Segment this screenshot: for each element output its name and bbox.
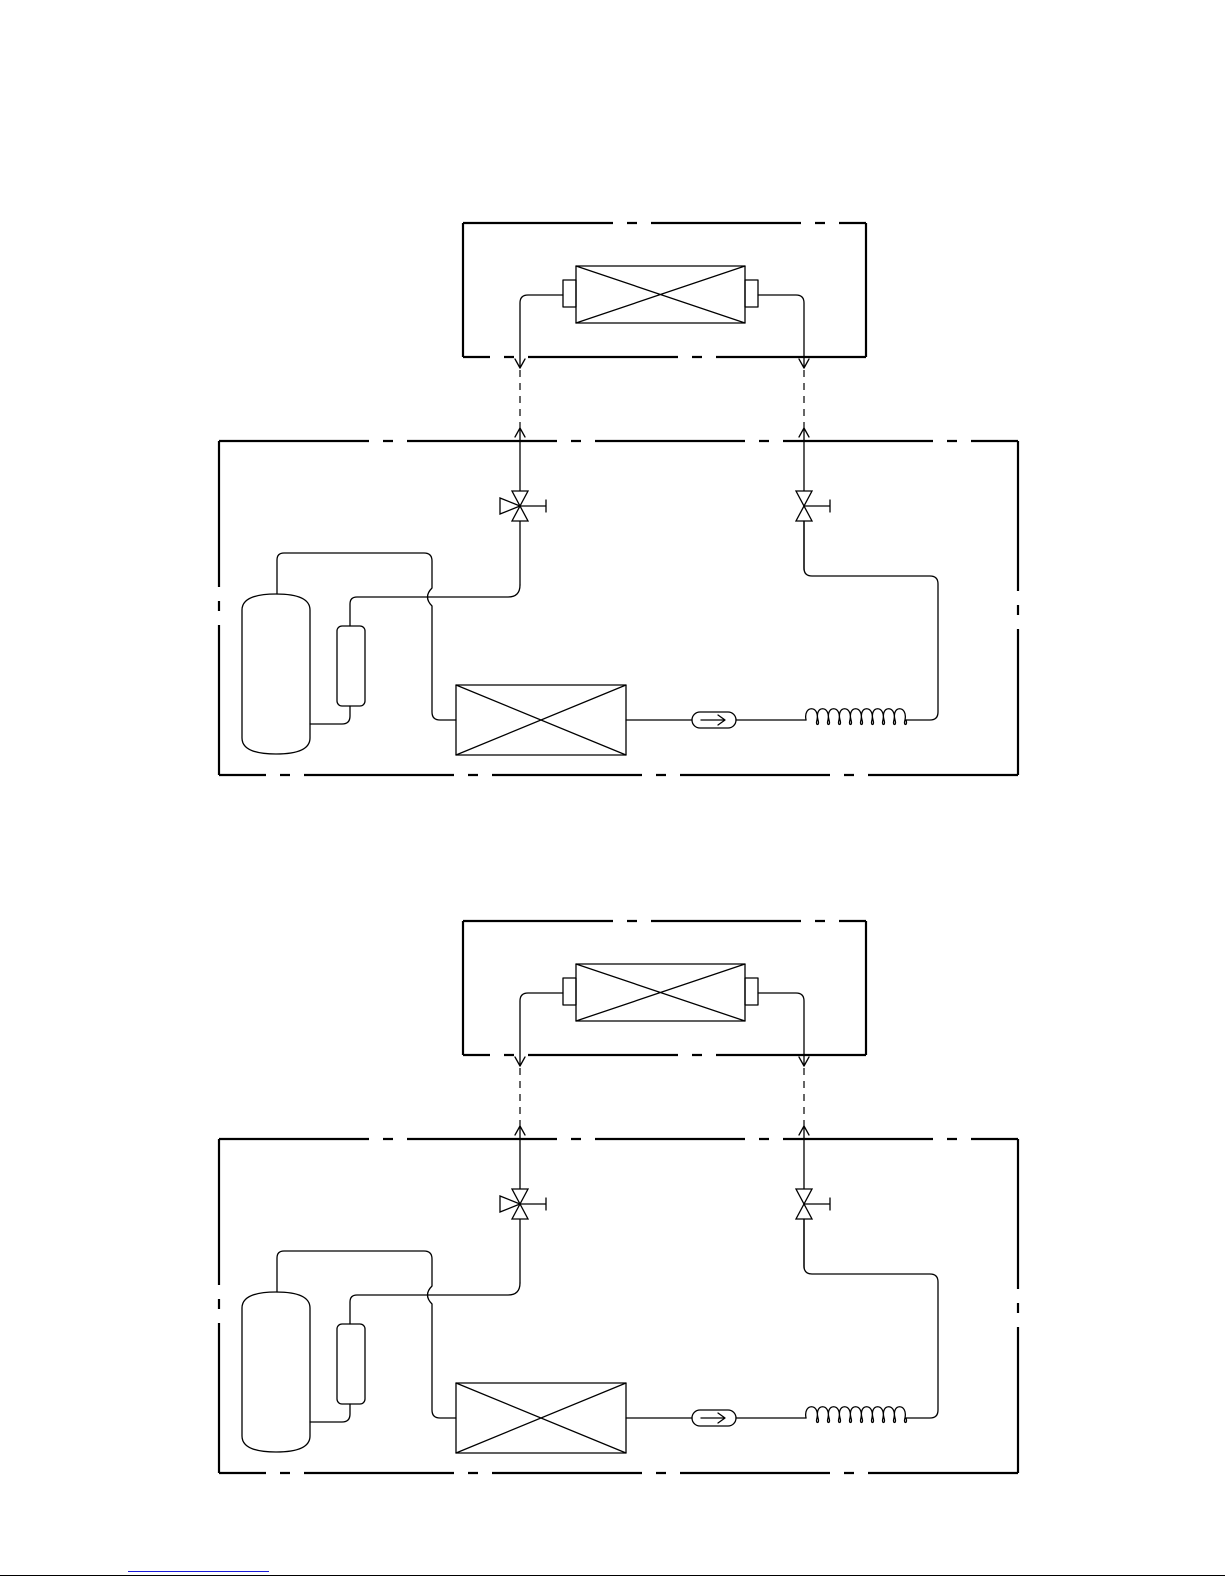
heat-exchanger-icon — [576, 266, 745, 323]
field-piping-lower — [515, 1068, 809, 1135]
heat-exchanger-icon — [456, 1383, 626, 1453]
compressor-icon — [242, 1292, 310, 1452]
heat-exchanger-icon — [576, 964, 745, 1021]
indoor-unit-lower — [463, 921, 866, 1066]
refrigerant-cycle-lower — [219, 921, 1018, 1473]
field-piping-upper — [515, 370, 809, 437]
indoor-unit-upper — [463, 223, 866, 368]
two-way-valve-icon — [796, 491, 830, 521]
three-way-valve-icon — [500, 1189, 546, 1219]
heat-exchanger-icon — [456, 685, 626, 755]
outdoor-unit-upper — [219, 430, 1018, 775]
footer-link-underline[interactable] — [128, 1571, 269, 1572]
refrigerant-cycle-upper — [219, 223, 1018, 775]
compressor-icon — [242, 594, 310, 754]
three-way-valve-icon — [500, 491, 546, 521]
capillary-tube-icon — [806, 1407, 907, 1423]
footer-rule — [0, 1575, 1225, 1576]
strainer-icon — [692, 712, 736, 728]
capillary-tube-icon — [806, 709, 907, 725]
outdoor-unit-lower — [219, 1128, 1018, 1473]
accumulator-icon — [337, 1324, 365, 1404]
strainer-icon — [692, 1410, 736, 1426]
two-way-valve-icon — [796, 1189, 830, 1219]
accumulator-icon — [337, 626, 365, 706]
